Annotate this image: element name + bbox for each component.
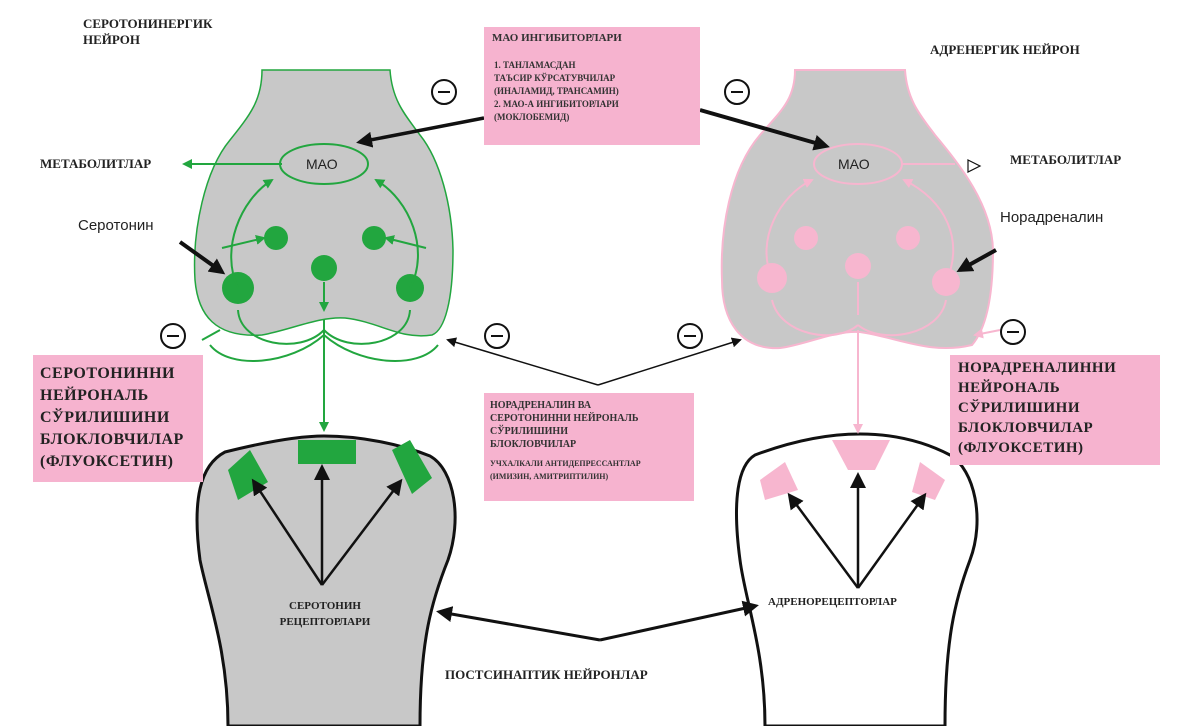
serotonin-reuptake-blockers-text: СЕРОТОНИННИ НЕЙРОНАЛЬ СЎРИЛИШИНИ БЛОКЛОВ… [40, 363, 184, 473]
inhibition-icon [677, 323, 703, 349]
serotonergic-neuron-label: СЕРОТОНИНЕРГИК НЕЙРОН [83, 16, 212, 48]
adrenergic-neuron-label: АДРЕНЕРГИК НЕЙРОН [930, 42, 1080, 58]
inhibition-icon [160, 323, 186, 349]
mao-inhibitors-list: 1. ТАНЛАМАСДАН ТАЪСИР КЎРСАТУВЧИЛАР (ИНА… [494, 59, 619, 124]
adrenoreceptors-label: АДРЕНОРЕЦЕПТОРЛАР [768, 596, 897, 608]
mao-inhibitors-title: МАО ИНГИБИТОРЛАРИ [492, 31, 622, 45]
noradrenaline-reuptake-blockers-text: НОРАДРЕНАЛИННИ НЕЙРОНАЛЬ СЎРИЛИШИНИ БЛОК… [958, 358, 1116, 458]
inhibition-icon [484, 323, 510, 349]
noradrenaline-reuptake-blockers-box: НОРАДРЕНАЛИННИ НЕЙРОНАЛЬ СЎРИЛИШИНИ БЛОК… [950, 355, 1160, 465]
serotonin-receptors-label: СЕРОТОНИН РЕЦЕПТОРЛАРИ [270, 598, 380, 630]
inhibition-icon [1000, 319, 1026, 345]
mao-inhibitors-box: МАО ИНГИБИТОРЛАРИ 1. ТАНЛАМАСДАН ТАЪСИР … [484, 27, 700, 145]
serotonin-reuptake-blockers-box: СЕРОТОНИННИ НЕЙРОНАЛЬ СЎРИЛИШИНИ БЛОКЛОВ… [33, 355, 203, 482]
postsynaptic-double-arrow [440, 606, 755, 640]
tricyclic-blockers-drugs: УЧХАЛКАЛИ АНТИДЕПРЕССАНТЛАР (ИМИЗИН, АМИ… [490, 457, 641, 483]
mao-right-label: МАО [838, 156, 870, 172]
inhibition-icon [431, 79, 457, 105]
postsynaptic-neurons-label: ПОСТСИНАПТИК НЕЙРОНЛАР [445, 667, 648, 683]
metabolites-right-label: МЕТАБОЛИТЛАР [1010, 152, 1121, 168]
inhibition-icon [724, 79, 750, 105]
tricyclic-blockers-title: НОРАДРЕНАЛИН ВА СЕРОТОНИННИ НЕЙРОНАЛЬ СЎ… [490, 399, 639, 451]
right-metabolite-arrow [968, 160, 980, 172]
serotonin-label: Серотонин [78, 217, 154, 234]
noradrenaline-label: Норадреналин [1000, 209, 1103, 226]
metabolites-left-label: МЕТАБОЛИТЛАР [40, 156, 151, 172]
mao-left-label: МАО [306, 156, 338, 172]
tricyclic-blockers-box: НОРАДРЕНАЛИН ВА СЕРОТОНИННИ НЕЙРОНАЛЬ СЎ… [484, 393, 694, 501]
